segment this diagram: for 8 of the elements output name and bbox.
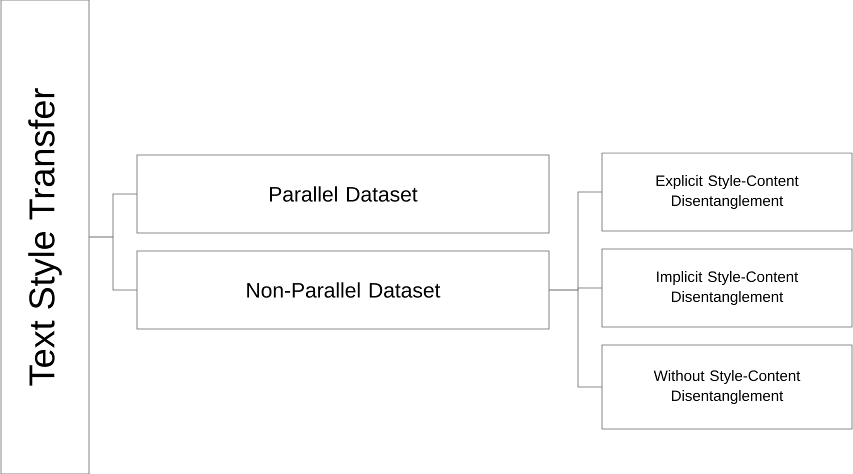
category-box: Explicit Style-Content Disentanglement <box>602 152 852 232</box>
category-box: Non-Parallel Dataset <box>136 250 550 330</box>
connector-line <box>549 290 602 388</box>
category-box: Without Style-Content Disentanglement <box>602 344 852 430</box>
category-box: Implicit Style-Content Disentanglement <box>602 248 852 328</box>
connector-line <box>89 236 137 290</box>
category-box: Parallel Dataset <box>136 154 550 234</box>
title-box: Text Style Transfer <box>0 0 90 474</box>
